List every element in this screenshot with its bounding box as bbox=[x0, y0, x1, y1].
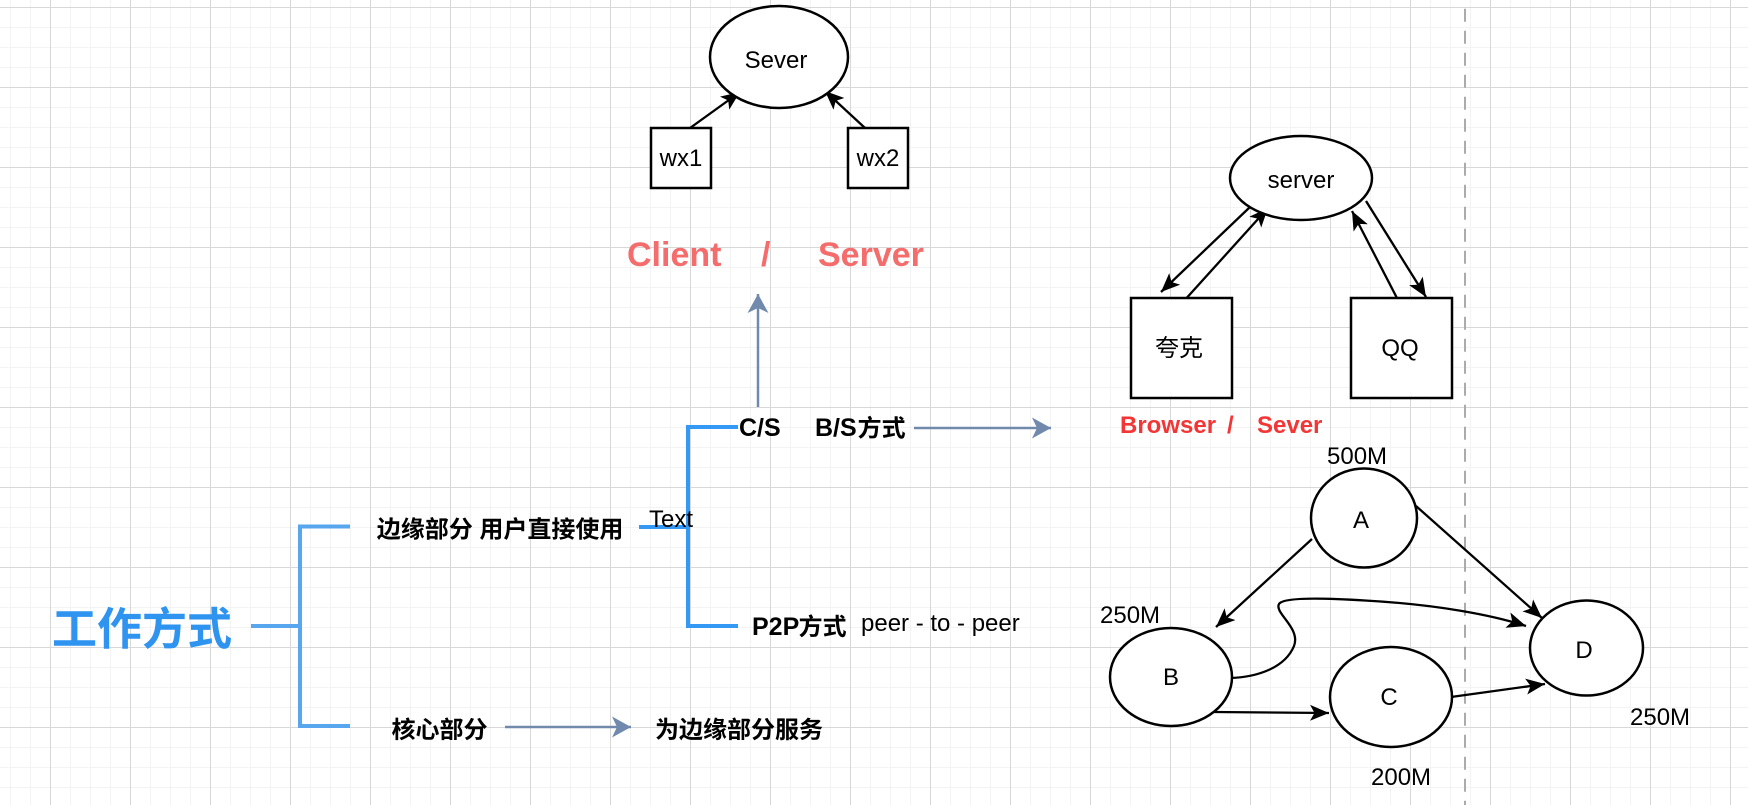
svg-text:Browser: Browser bbox=[1120, 412, 1216, 439]
svg-text:wx1: wx1 bbox=[659, 145, 703, 172]
svg-text:B/S: B/S bbox=[815, 414, 857, 442]
svg-text:P2P: P2P bbox=[752, 613, 799, 641]
svg-text:QQ: QQ bbox=[1381, 335, 1418, 362]
svg-text:500M: 500M bbox=[1327, 443, 1387, 470]
svg-text:/: / bbox=[761, 236, 771, 274]
svg-text:250M: 250M bbox=[1630, 704, 1690, 731]
svg-text:Text: Text bbox=[649, 506, 693, 533]
svg-text:Sever: Sever bbox=[1257, 412, 1322, 439]
svg-text:Client: Client bbox=[627, 236, 721, 274]
svg-text:C: C bbox=[1380, 684, 1397, 711]
svg-text:A: A bbox=[1353, 507, 1369, 534]
svg-text:D: D bbox=[1575, 637, 1592, 664]
svg-text:peer - to - peer: peer - to - peer bbox=[861, 610, 1020, 637]
svg-text:B: B bbox=[1163, 664, 1179, 691]
svg-text:250M: 250M bbox=[1100, 602, 1160, 629]
svg-text:wx2: wx2 bbox=[856, 145, 900, 172]
svg-text:Server: Server bbox=[818, 236, 924, 274]
svg-text:C/S: C/S bbox=[739, 414, 781, 442]
svg-text:server: server bbox=[1268, 167, 1335, 194]
svg-text:Sever: Sever bbox=[745, 47, 808, 74]
svg-text:200M: 200M bbox=[1371, 764, 1431, 791]
svg-text:/: / bbox=[1227, 412, 1234, 439]
